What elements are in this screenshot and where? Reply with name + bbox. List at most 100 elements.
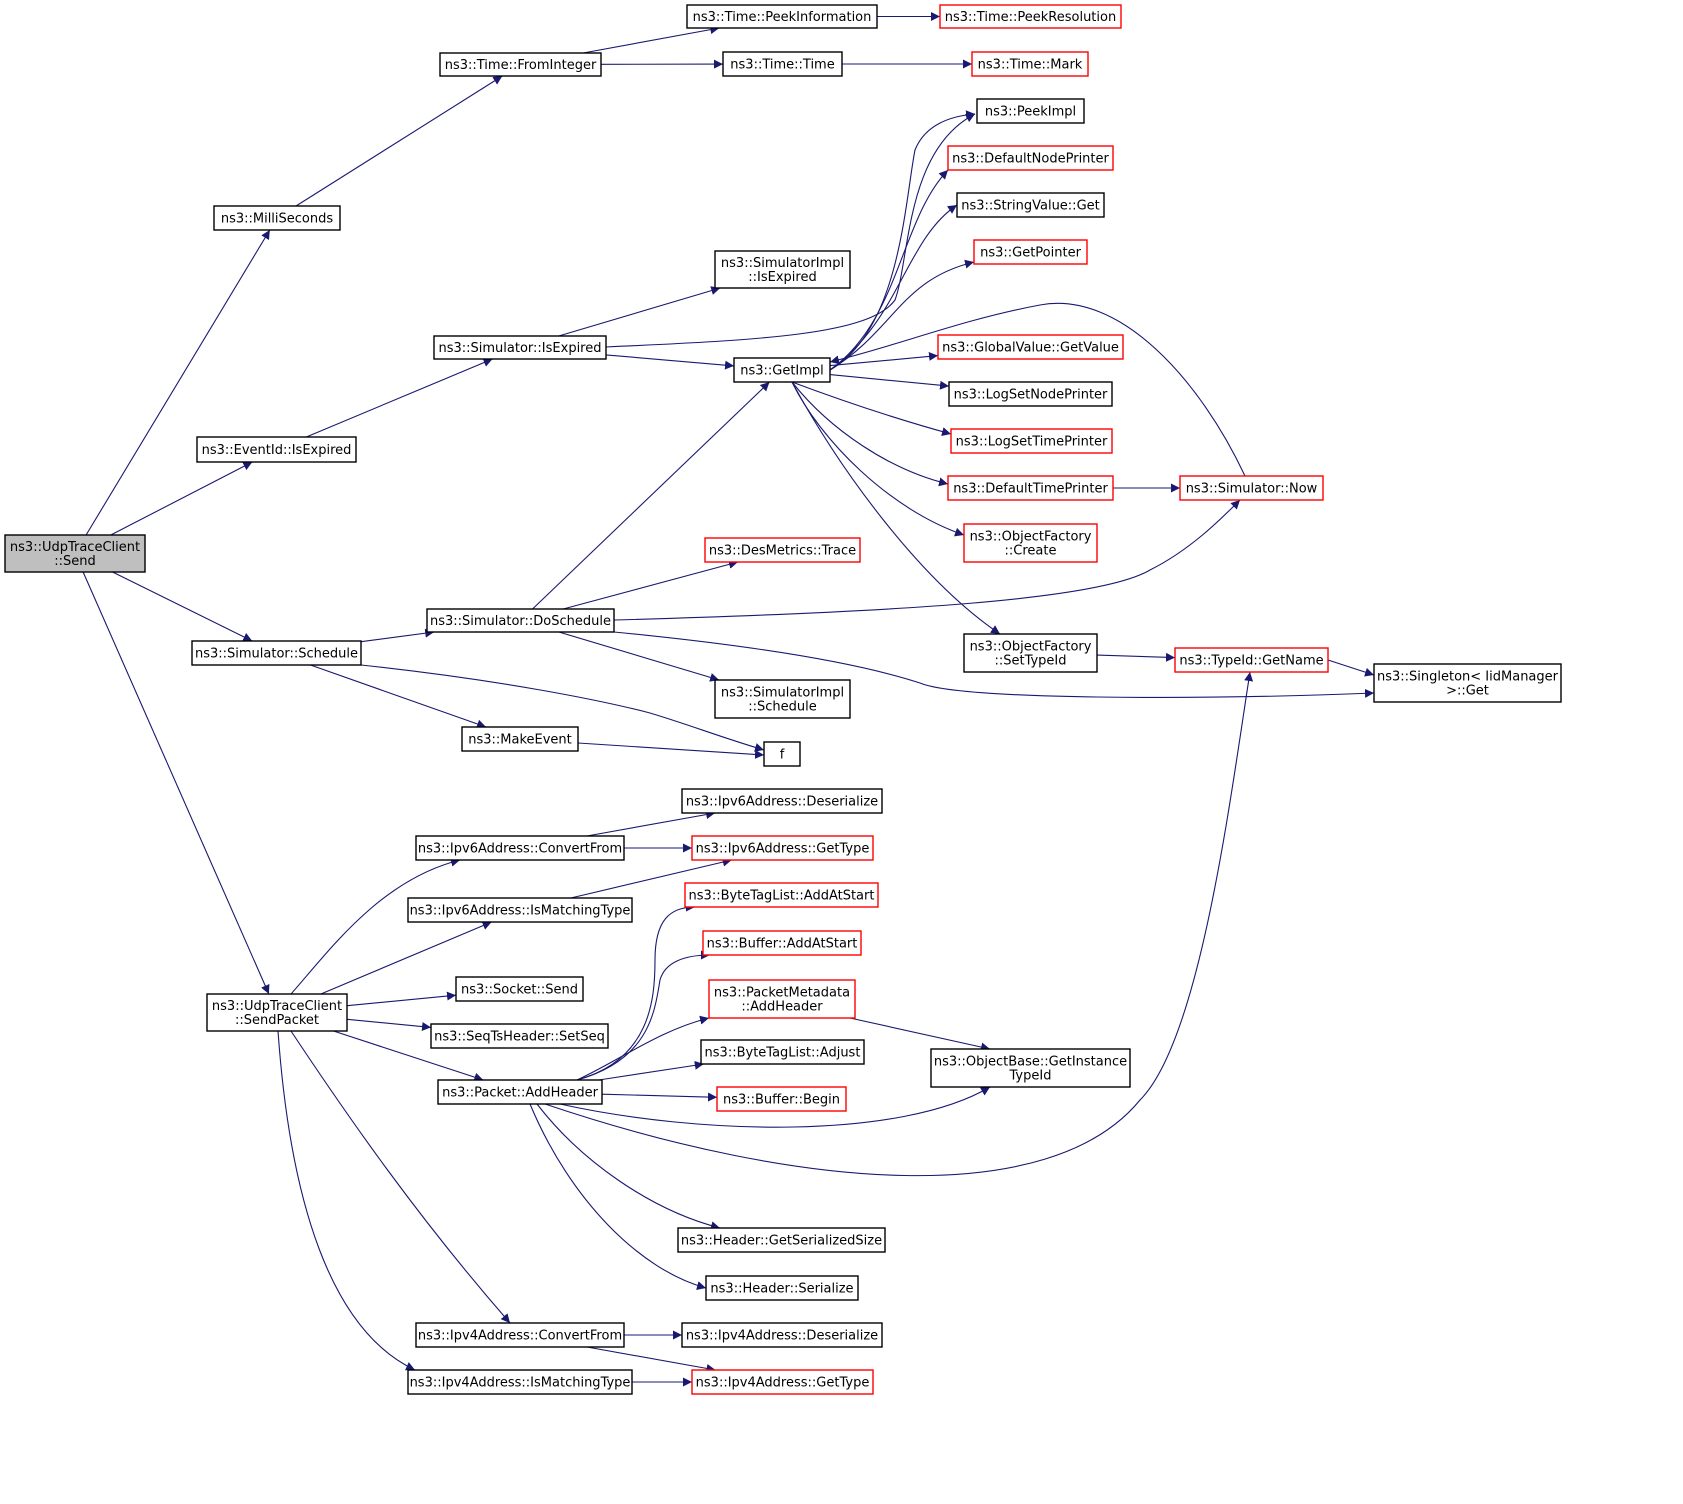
node-box[interactable] bbox=[708, 979, 856, 1019]
node-box[interactable] bbox=[415, 1322, 625, 1348]
node-box[interactable] bbox=[705, 1275, 859, 1301]
node-eventid-isexp[interactable]: ns3::EventId::IsExpired bbox=[196, 436, 357, 463]
node-bytetaglist-addatstart[interactable]: ns3::ByteTagList::AddAtStart bbox=[684, 882, 879, 908]
node-box[interactable] bbox=[704, 537, 861, 563]
node-sendpacket[interactable]: ns3::UdpTraceClient::SendPacket bbox=[206, 993, 348, 1032]
node-socket-send[interactable]: ns3::Socket::Send bbox=[455, 976, 584, 1002]
node-box[interactable] bbox=[1179, 475, 1324, 501]
node-box[interactable] bbox=[439, 52, 602, 77]
node-box[interactable] bbox=[430, 1023, 609, 1049]
node-deftimeprinter[interactable]: ns3::DefaultTimePrinter bbox=[947, 475, 1114, 501]
node-box[interactable] bbox=[700, 1039, 865, 1065]
node-milliseconds[interactable]: ns3::MilliSeconds bbox=[213, 205, 341, 231]
node-ipv4-ismatch[interactable]: ns3::Ipv4Address::IsMatchingType bbox=[407, 1369, 633, 1395]
node-time-fromint[interactable]: ns3::Time::FromInteger bbox=[439, 52, 602, 77]
node-globalvalue-get[interactable]: ns3::GlobalValue::GetValue bbox=[937, 334, 1124, 360]
node-box[interactable] bbox=[684, 882, 879, 908]
node-box[interactable] bbox=[963, 633, 1098, 673]
node-header-getsersize[interactable]: ns3::Header::GetSerializedSize bbox=[677, 1227, 886, 1253]
node-ipv6-convert[interactable]: ns3::Ipv6Address::ConvertFrom bbox=[415, 835, 625, 861]
node-box[interactable] bbox=[947, 145, 1114, 171]
node-simimpl-isexp[interactable]: ns3::SimulatorImpl::IsExpired bbox=[714, 250, 851, 289]
node-typeid-getname[interactable]: ns3::TypeId::GetName bbox=[1174, 647, 1329, 673]
node-box[interactable] bbox=[691, 1369, 874, 1395]
node-time-peekinfo[interactable]: ns3::Time::PeekInformation bbox=[686, 4, 878, 29]
node-box[interactable] bbox=[1174, 647, 1329, 673]
node-box[interactable] bbox=[433, 335, 607, 360]
node-box[interactable] bbox=[714, 679, 851, 719]
node-send[interactable]: ns3::UdpTraceClient::Send bbox=[4, 534, 146, 573]
node-bytetaglist-adjust[interactable]: ns3::ByteTagList::Adjust bbox=[700, 1039, 865, 1065]
node-box[interactable] bbox=[426, 608, 615, 633]
node-makeevent[interactable]: ns3::MakeEvent bbox=[461, 726, 579, 752]
node-box[interactable] bbox=[971, 51, 1089, 77]
node-ipv6-deser[interactable]: ns3::Ipv6Address::Deserialize bbox=[681, 788, 883, 814]
node-box[interactable] bbox=[937, 334, 1124, 360]
node-box[interactable] bbox=[714, 250, 851, 289]
node-box[interactable] bbox=[415, 835, 625, 861]
node-box[interactable] bbox=[733, 357, 831, 383]
node-box[interactable] bbox=[206, 993, 348, 1032]
node-box[interactable] bbox=[407, 1369, 633, 1395]
node-ipv6-ismatch[interactable]: ns3::Ipv6Address::IsMatchingType bbox=[407, 897, 633, 923]
node-box[interactable] bbox=[702, 930, 862, 956]
node-stringvalue-get[interactable]: ns3::StringValue::Get bbox=[956, 192, 1105, 218]
node-box[interactable] bbox=[973, 239, 1088, 265]
node-box[interactable] bbox=[948, 381, 1113, 407]
node-box[interactable] bbox=[716, 1086, 847, 1112]
node-box[interactable] bbox=[947, 475, 1114, 501]
node-box[interactable] bbox=[963, 523, 1098, 563]
node-objfactory-create[interactable]: ns3::ObjectFactory::Create bbox=[963, 523, 1098, 563]
node-header-serialize[interactable]: ns3::Header::Serialize bbox=[705, 1275, 859, 1301]
node-getpointer[interactable]: ns3::GetPointer bbox=[973, 239, 1088, 265]
node-box[interactable] bbox=[1373, 663, 1562, 703]
node-defnodeprinter[interactable]: ns3::DefaultNodePrinter bbox=[947, 145, 1114, 171]
node-box[interactable] bbox=[686, 4, 878, 29]
node-box[interactable] bbox=[677, 1227, 886, 1253]
node-ipv4-gettype[interactable]: ns3::Ipv4Address::GetType bbox=[691, 1369, 874, 1395]
node-box[interactable] bbox=[407, 897, 633, 923]
node-buffer-addatstart[interactable]: ns3::Buffer::AddAtStart bbox=[702, 930, 862, 956]
node-sim-now[interactable]: ns3::Simulator::Now bbox=[1179, 475, 1324, 501]
node-f[interactable]: f bbox=[763, 741, 801, 767]
node-box[interactable] bbox=[950, 428, 1113, 454]
node-packet-addheader[interactable]: ns3::Packet::AddHeader bbox=[437, 1079, 603, 1105]
node-box[interactable] bbox=[691, 835, 874, 861]
node-time-peekres[interactable]: ns3::Time::PeekResolution bbox=[939, 4, 1122, 29]
node-getimpl[interactable]: ns3::GetImpl bbox=[733, 357, 831, 383]
node-ipv6-gettype[interactable]: ns3::Ipv6Address::GetType bbox=[691, 835, 874, 861]
node-buffer-begin[interactable]: ns3::Buffer::Begin bbox=[716, 1086, 847, 1112]
node-box[interactable] bbox=[956, 192, 1105, 218]
node-time-time[interactable]: ns3::Time::Time bbox=[722, 51, 843, 77]
node-seqts-setseq[interactable]: ns3::SeqTsHeader::SetSeq bbox=[430, 1023, 609, 1049]
node-objfactory-settypeid[interactable]: ns3::ObjectFactory::SetTypeId bbox=[963, 633, 1098, 673]
node-logsettimeprinter[interactable]: ns3::LogSetTimePrinter bbox=[950, 428, 1113, 454]
node-box[interactable] bbox=[455, 976, 584, 1002]
node-peekimpl[interactable]: ns3::PeekImpl bbox=[976, 98, 1085, 124]
node-box[interactable] bbox=[722, 51, 843, 77]
node-box[interactable] bbox=[196, 436, 357, 463]
node-ipv4-deser[interactable]: ns3::Ipv4Address::Deserialize bbox=[681, 1322, 883, 1348]
node-box[interactable] bbox=[4, 534, 146, 573]
node-singleton-get[interactable]: ns3::Singleton< IidManager>::Get bbox=[1373, 663, 1562, 703]
node-box[interactable] bbox=[681, 1322, 883, 1348]
node-box[interactable] bbox=[976, 98, 1085, 124]
node-box[interactable] bbox=[437, 1079, 603, 1105]
node-box[interactable] bbox=[213, 205, 341, 231]
node-sim-schedule[interactable]: ns3::Simulator::Schedule bbox=[191, 640, 362, 666]
node-box[interactable] bbox=[930, 1048, 1131, 1088]
node-box[interactable] bbox=[939, 4, 1122, 29]
node-time-mark[interactable]: ns3::Time::Mark bbox=[971, 51, 1089, 77]
node-desmetrics-trace[interactable]: ns3::DesMetrics::Trace bbox=[704, 537, 861, 563]
node-box[interactable] bbox=[461, 726, 579, 752]
node-pktmeta-addheader[interactable]: ns3::PacketMetadata::AddHeader bbox=[708, 979, 856, 1019]
node-ipv4-convert[interactable]: ns3::Ipv4Address::ConvertFrom bbox=[415, 1322, 625, 1348]
node-box[interactable] bbox=[191, 640, 362, 666]
node-logsetnodeprinter[interactable]: ns3::LogSetNodePrinter bbox=[948, 381, 1113, 407]
node-simimpl-schedule[interactable]: ns3::SimulatorImpl::Schedule bbox=[714, 679, 851, 719]
node-box[interactable] bbox=[681, 788, 883, 814]
node-sim-isexp[interactable]: ns3::Simulator::IsExpired bbox=[433, 335, 607, 360]
node-sim-doschedule[interactable]: ns3::Simulator::DoSchedule bbox=[426, 608, 615, 633]
node-box[interactable] bbox=[763, 741, 801, 767]
